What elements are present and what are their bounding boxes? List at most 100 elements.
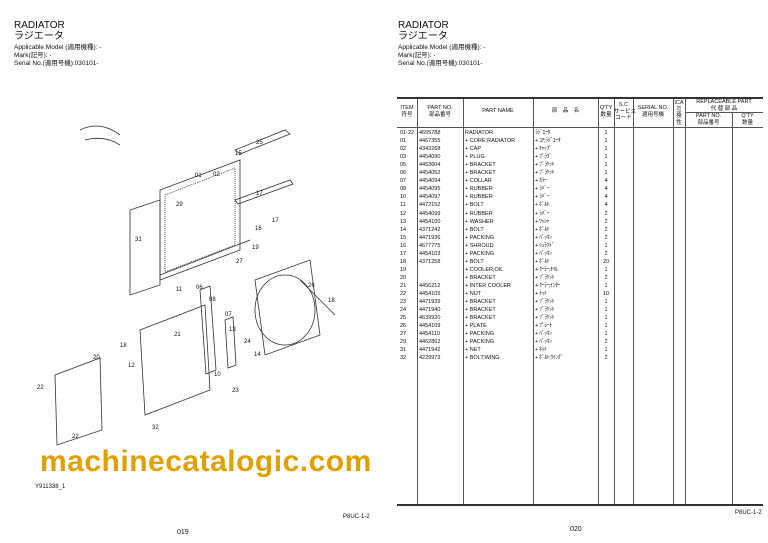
cell-item: 07 bbox=[400, 178, 407, 185]
callout: 01 bbox=[195, 173, 202, 179]
header-part-no: PART NO.部品番号 bbox=[427, 105, 453, 118]
cell-jp: + ﾊﾟｯｷﾝ bbox=[535, 234, 552, 241]
cell-jp: + ﾎﾞﾙﾄ bbox=[535, 202, 550, 209]
cell-qty: 20 bbox=[602, 258, 610, 265]
cell-jp: + ﾈｯﾄ bbox=[535, 347, 547, 354]
callout: 32 bbox=[152, 425, 159, 431]
callout: 19 bbox=[252, 245, 259, 251]
title-jp: ラジエータ bbox=[14, 31, 64, 42]
cell-name: + BOLT;WING bbox=[465, 355, 500, 362]
page-code: P8UC-1-2 bbox=[343, 514, 370, 520]
cell-name: + NUT bbox=[465, 291, 482, 297]
callout: 15 bbox=[235, 151, 242, 157]
callout: 14 bbox=[254, 352, 261, 358]
cell-item: 12 bbox=[400, 210, 407, 217]
callout: 18 bbox=[328, 298, 335, 304]
cell-item: 14 bbox=[400, 226, 407, 233]
callout: 26 bbox=[308, 283, 315, 289]
callout: 07 bbox=[225, 312, 232, 318]
callout: 16 bbox=[255, 226, 262, 232]
callout: 12 bbox=[128, 363, 135, 369]
cell-jp: + ﾌﾞﾗｹｯﾄ bbox=[535, 307, 555, 314]
cell-part-no: 4471940 bbox=[419, 307, 441, 314]
cell-qty: 1 bbox=[604, 242, 608, 249]
cell-part-no: 4471942 bbox=[419, 347, 441, 354]
cell-item: 02 bbox=[400, 146, 407, 153]
callout: 02 bbox=[213, 172, 220, 178]
cell-qty: 1 bbox=[604, 331, 608, 338]
header-serial: SERIAL NO.適用号機 bbox=[637, 105, 669, 118]
callout: 31 bbox=[135, 237, 142, 243]
cell-qty: 1 bbox=[604, 282, 608, 289]
cell-item: 03 bbox=[400, 154, 407, 161]
cell-qty: 1 bbox=[604, 130, 608, 136]
callout: 17 bbox=[256, 191, 263, 197]
cell-item: 19 bbox=[400, 266, 407, 273]
cell-qty: 1 bbox=[604, 299, 608, 306]
page-number: 019 bbox=[177, 529, 189, 536]
cell-name: + BRACKET bbox=[465, 274, 496, 281]
cell-item: 10 bbox=[400, 194, 407, 201]
cell-name: + RUBBER bbox=[465, 186, 493, 193]
callout: 21 bbox=[174, 332, 181, 338]
callout: 27 bbox=[236, 259, 243, 265]
cell-jp: + ｼｭﾗｳﾄﾞ bbox=[535, 242, 555, 249]
callout: 08 bbox=[209, 297, 216, 303]
cell-part-no: 4454094 bbox=[419, 178, 441, 185]
cell-part-no: 4371242 bbox=[419, 226, 441, 233]
header-part-name: PART NAME bbox=[482, 108, 514, 114]
cell-item: 20 bbox=[400, 274, 407, 281]
cell-name: RADIATOR bbox=[465, 130, 493, 136]
callout: 18 bbox=[120, 343, 127, 349]
page-number: 020 bbox=[570, 526, 582, 533]
cell-qty: 1 bbox=[604, 347, 608, 354]
cell-part-no: 4454110 bbox=[419, 331, 441, 338]
cell-qty: 4 bbox=[604, 178, 608, 185]
cell-qty: 2 bbox=[604, 339, 608, 346]
cell-name: + BOLT bbox=[465, 226, 484, 233]
cell-jp: + ﾊﾟｯｷﾝ bbox=[535, 331, 552, 338]
cell-jp: + ﾎﾞﾙﾄ bbox=[535, 226, 550, 233]
cell-item: 23 bbox=[400, 299, 407, 306]
header-replaceable-jp: 代 替 部 品 bbox=[710, 105, 738, 112]
cell-part-no: 4454103 bbox=[419, 250, 441, 257]
cell-name: + PACKING bbox=[465, 339, 495, 346]
cell-qty: 2 bbox=[604, 226, 608, 233]
cell-jp: + ｸｰﾗｰ;ｲﾝﾀｰ bbox=[535, 282, 560, 289]
cell-part-no: 4471936 bbox=[419, 234, 441, 241]
cell-qty: 4 bbox=[604, 186, 608, 193]
cell-part-no: 4639920 bbox=[419, 315, 441, 322]
callout: 20 bbox=[93, 355, 100, 361]
cell-item: 31 bbox=[400, 347, 407, 354]
cell-name: + BRACKET bbox=[465, 170, 496, 177]
cell-name: + RUBBER bbox=[465, 210, 493, 217]
cell-item: 18 bbox=[400, 258, 407, 265]
cell-jp: + ﾌﾞﾗｹｯﾄ bbox=[535, 274, 555, 281]
cell-name: + CORE;RADIATOR bbox=[465, 138, 516, 145]
header-part-name-jp: 部 品 名 bbox=[551, 108, 580, 114]
cell-item: 21 bbox=[400, 282, 407, 289]
cell-part-no: 4454100 bbox=[419, 218, 441, 225]
cell-item: 01-22 bbox=[400, 130, 415, 136]
cell-part-no: 4456212 bbox=[419, 282, 441, 289]
serial-no: Serial No.(適用号機):030101- bbox=[14, 60, 99, 67]
cell-part-no: 4454099 bbox=[419, 210, 441, 217]
cell-name: + COOLER;OIL bbox=[465, 266, 504, 273]
callout: 22 bbox=[37, 385, 44, 391]
cell-name: + SHROUD bbox=[465, 242, 494, 249]
cell-qty: 4 bbox=[604, 202, 608, 209]
